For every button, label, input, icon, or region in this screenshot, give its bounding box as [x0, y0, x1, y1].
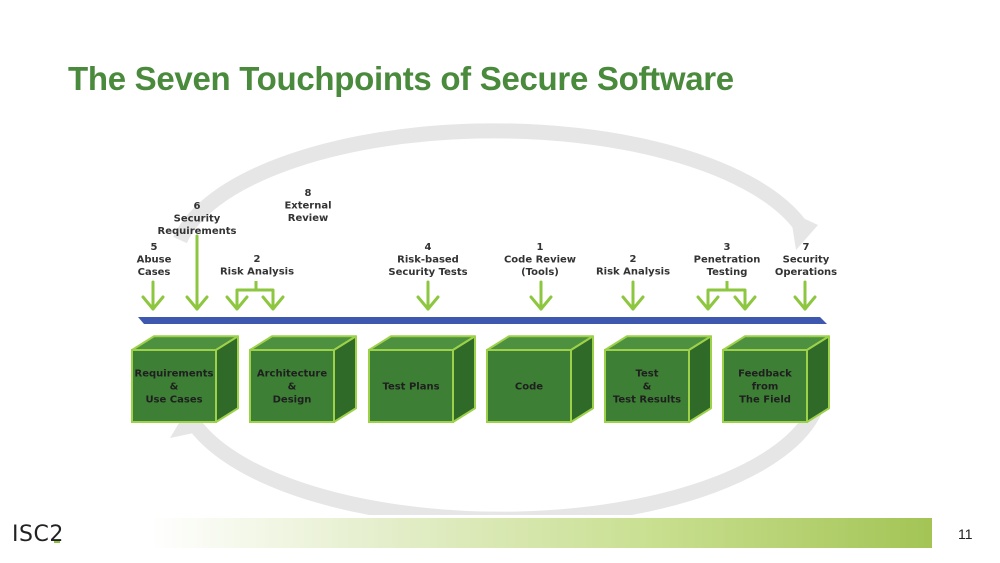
- timeline-bar: [138, 317, 827, 324]
- touchpoint-label-risk-analysis-1: Risk Analysis: [220, 267, 294, 278]
- arrow-security-requirements-head: [185, 295, 209, 311]
- touchpoint-label-penetration-testing: Penetration: [694, 255, 761, 266]
- cycle-arc-top: [173, 123, 807, 244]
- arrow-risk-analysis-1-fork: [235, 288, 275, 309]
- artifact-label-feedback: Feedback: [738, 369, 792, 380]
- artifact-box-code: Code: [486, 335, 594, 423]
- touchpoint-label-security-requirements: Requirements: [158, 226, 237, 237]
- artifact-box-test-results: Test & Test Results: [604, 335, 712, 423]
- arrow-penetration-testing-head-left: [696, 295, 720, 311]
- artifact-label-test-plans: Test Plans: [382, 382, 439, 393]
- isc2-logo: ISC2: [12, 522, 64, 547]
- artifact-label-architecture: Architecture: [257, 369, 327, 380]
- artifact-label-code: Code: [515, 382, 543, 393]
- artifact-label-feedback: from: [752, 382, 779, 393]
- touchpoint-label-external-review: Review: [288, 213, 328, 224]
- box-side-face: [452, 335, 476, 423]
- touchpoint-label-abuse-cases: 5: [151, 242, 158, 253]
- box-front-face: [131, 349, 217, 423]
- touchpoint-label-penetration-testing: Testing: [707, 267, 748, 278]
- touchpoint-label-risk-analysis-2: Risk Analysis: [596, 267, 670, 278]
- logo-accent-icon: [54, 541, 60, 543]
- touchpoint-labels: 5AbuseCases6SecurityRequirements8Externa…: [137, 188, 838, 278]
- touchpoint-label-abuse-cases: Cases: [138, 267, 171, 278]
- touchpoints-diagram: 5AbuseCases6SecurityRequirements8Externa…: [131, 123, 838, 515]
- box-side-face: [806, 335, 830, 423]
- artifact-label-feedback: The Field: [739, 395, 791, 406]
- footer-gradient-bar: [150, 518, 932, 548]
- touchpoint-label-risk-analysis-1: 2: [254, 254, 261, 265]
- arrow-penetration-testing-fork: [706, 288, 747, 309]
- arrow-risk-analysis-1-head-right: [261, 295, 285, 311]
- lifecycle-cycle: [170, 123, 822, 515]
- arrow-penetration-testing-head-right: [733, 295, 757, 311]
- touchpoint-label-risk-analysis-2: 2: [630, 254, 637, 265]
- artifact-box-architecture: Architecture & Design: [249, 335, 357, 423]
- touchpoint-label-code-review: (Tools): [521, 267, 559, 278]
- artifact-label-architecture: Design: [273, 395, 312, 406]
- touchpoint-label-security-operations: 7: [803, 242, 810, 253]
- timeline-bar-shape: [138, 317, 827, 324]
- artifact-label-test-results: Test Results: [613, 395, 681, 406]
- artifact-label-requirements: Requirements: [135, 369, 214, 380]
- box-front-face: [722, 349, 808, 423]
- slide-title: The Seven Touchpoints of Secure Software: [68, 60, 734, 97]
- arrow-security-operations-head: [793, 295, 817, 311]
- page-number: 11: [958, 526, 973, 542]
- touchpoint-label-abuse-cases: Abuse: [137, 255, 172, 266]
- box-front-face: [249, 349, 335, 423]
- arrow-risk-analysis-1-head-left: [225, 295, 249, 311]
- touchpoint-label-code-review: 1: [537, 242, 544, 253]
- artifact-boxes: Requirements & Use Cases Architecture & Desig…: [131, 335, 830, 423]
- touchpoint-label-risk-based-tests: Risk-based: [397, 255, 459, 266]
- touchpoint-label-security-operations: Security: [783, 255, 830, 266]
- touchpoint-label-risk-based-tests: 4: [425, 242, 432, 253]
- artifact-label-test-results: Test: [635, 369, 658, 380]
- box-side-face: [215, 335, 239, 423]
- touchpoint-label-penetration-testing: 3: [724, 242, 731, 253]
- touchpoint-label-risk-based-tests: Security Tests: [388, 267, 467, 278]
- arrow-risk-based-tests-head: [416, 295, 440, 311]
- arrow-risk-analysis-2-head: [621, 295, 645, 311]
- touchpoint-label-security-requirements: Security: [174, 214, 221, 225]
- touchpoint-label-security-requirements: 6: [194, 201, 201, 212]
- touchpoint-label-security-operations: Operations: [775, 267, 837, 278]
- arrow-code-review-head: [529, 295, 553, 311]
- touchpoint-label-external-review: External: [284, 201, 331, 212]
- box-front-face: [486, 349, 572, 423]
- box-side-face: [333, 335, 357, 423]
- artifact-label-architecture: &: [288, 382, 297, 393]
- box-front-face: [368, 349, 454, 423]
- touchpoint-label-code-review: Code Review: [504, 255, 576, 266]
- box-side-face: [688, 335, 712, 423]
- artifact-box-test-plans: Test Plans: [368, 335, 476, 423]
- arrow-abuse-cases-head: [141, 295, 165, 311]
- box-side-face: [570, 335, 594, 423]
- artifact-label-requirements: &: [170, 382, 179, 393]
- touchpoint-arrows: [141, 234, 817, 311]
- cycle-arrowhead-right: [790, 212, 818, 250]
- artifact-label-requirements: Use Cases: [145, 395, 202, 406]
- cycle-arc-bottom: [188, 406, 822, 515]
- touchpoint-label-external-review: 8: [305, 188, 312, 199]
- artifact-box-requirements: Requirements & Use Cases: [131, 335, 239, 423]
- box-front-face: [604, 349, 690, 423]
- artifact-label-test-results: &: [643, 382, 652, 393]
